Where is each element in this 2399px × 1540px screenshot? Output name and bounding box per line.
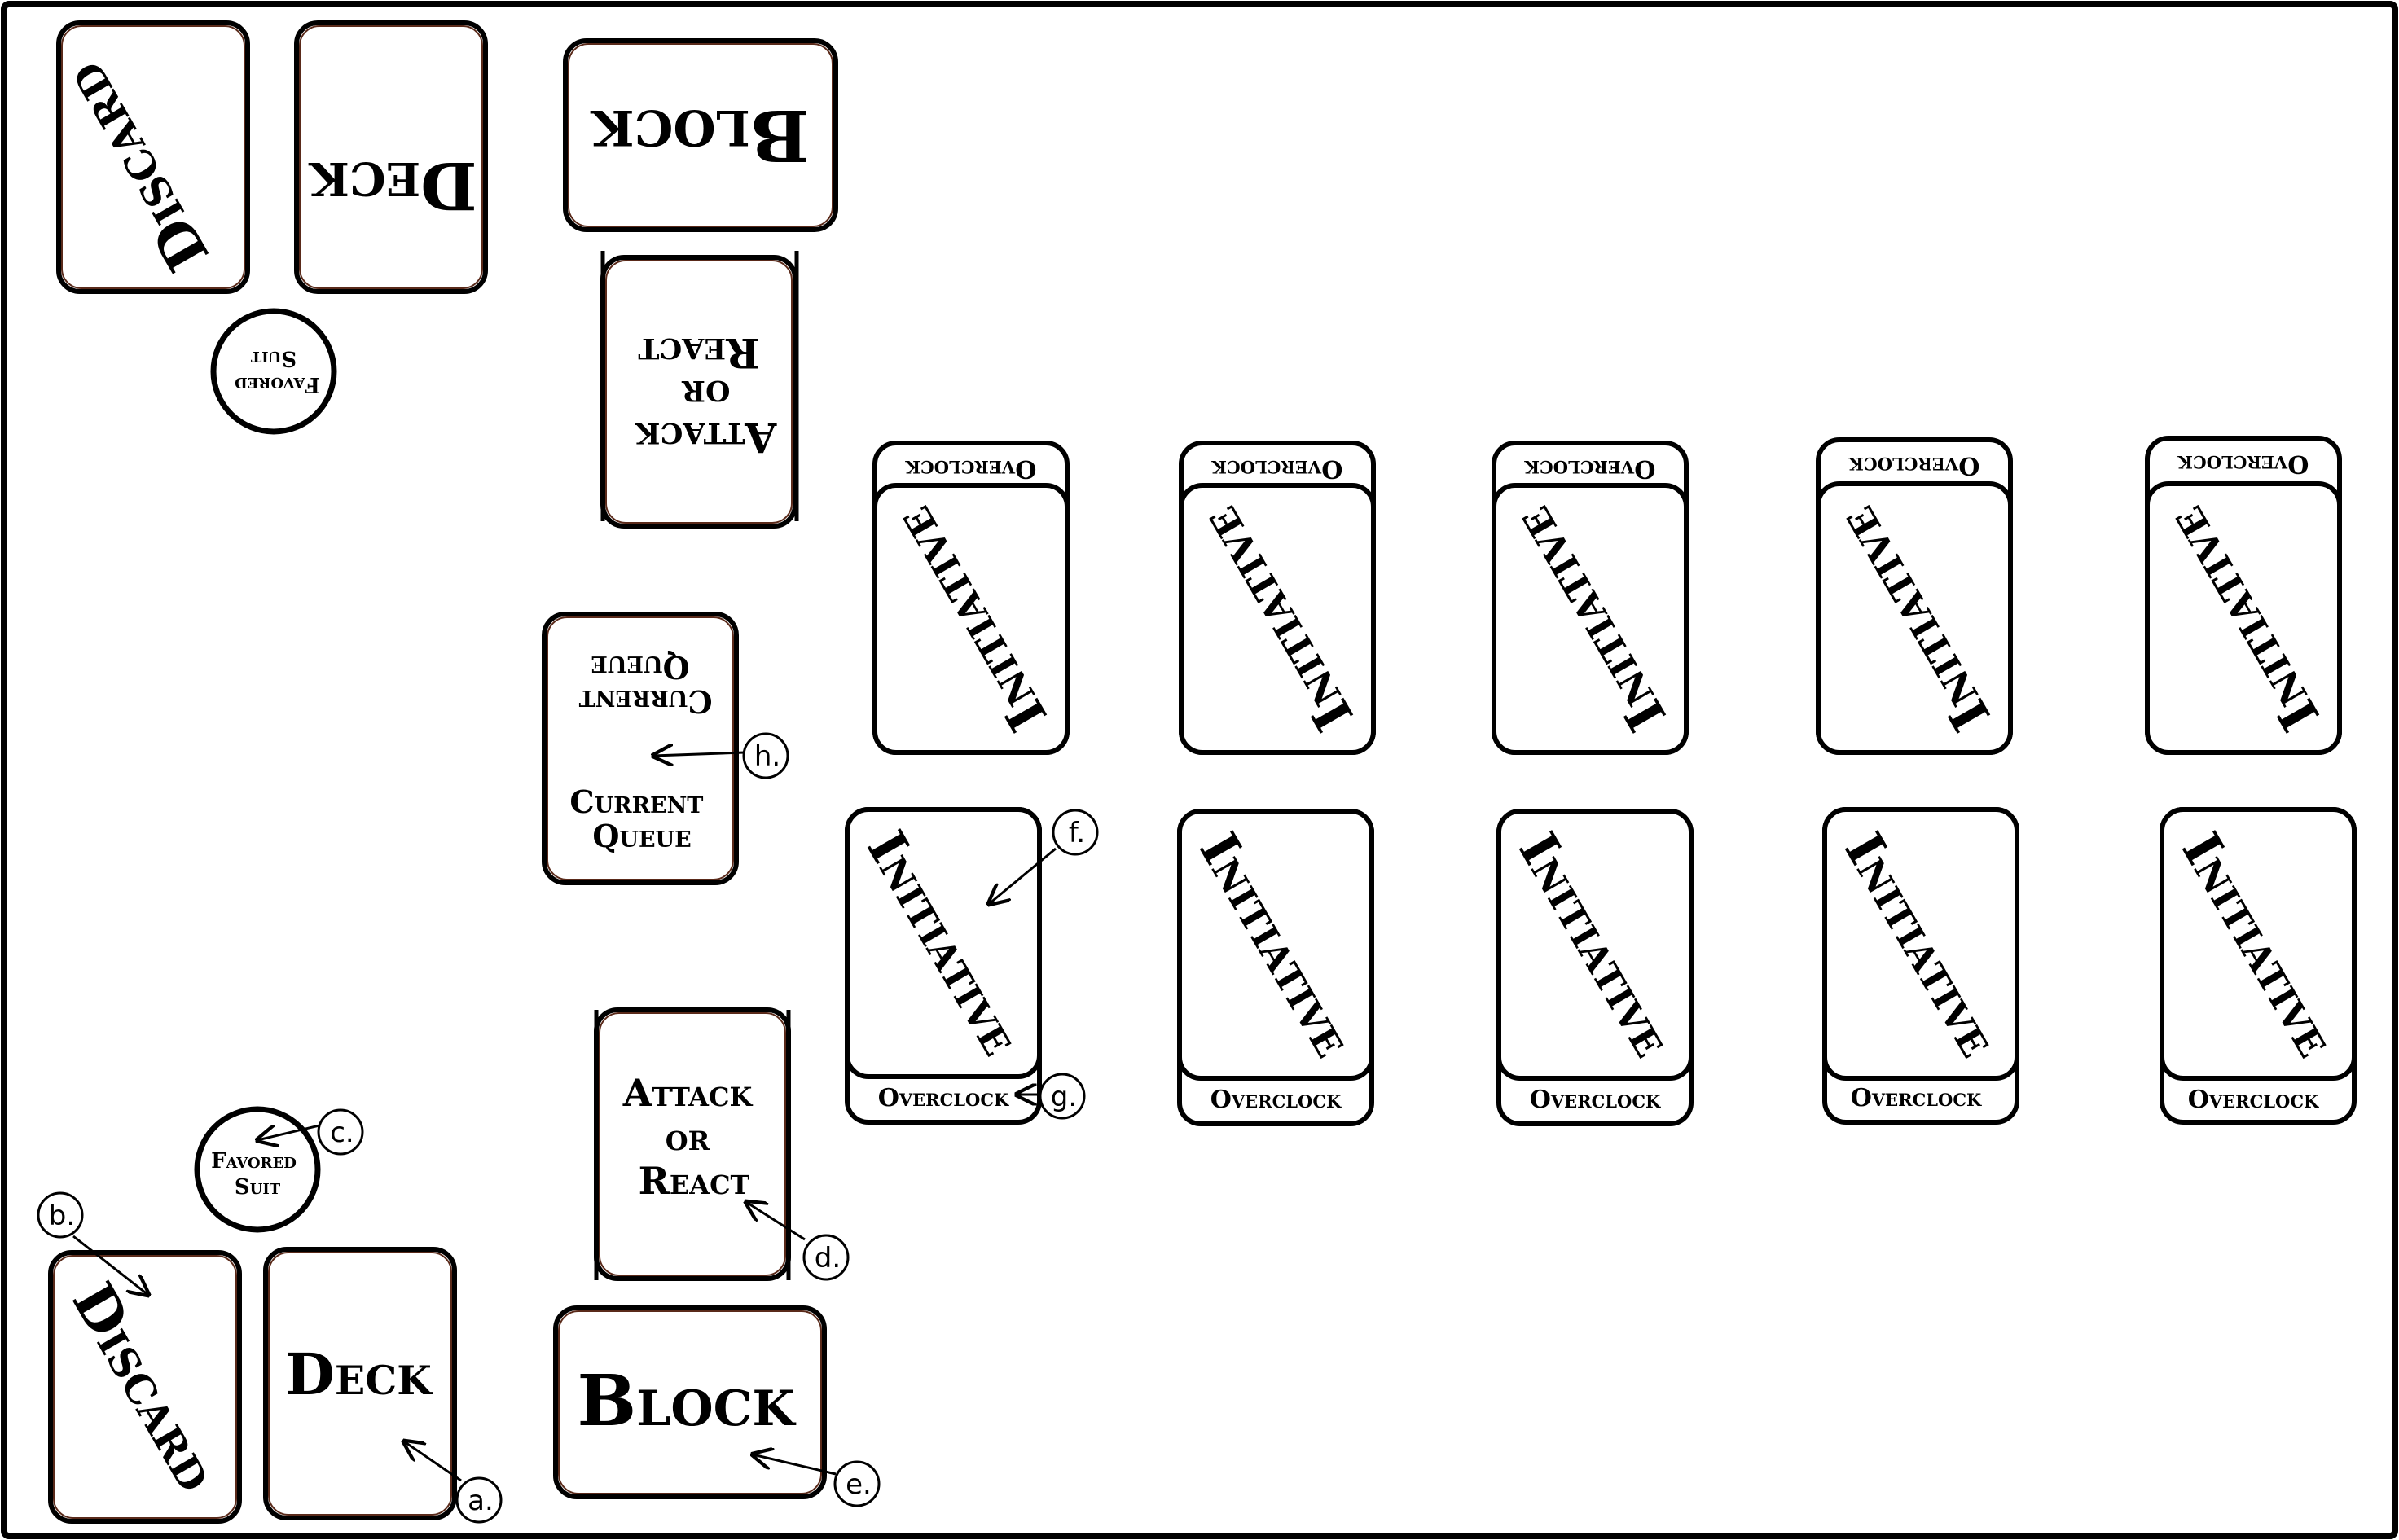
svg-text:Overclock: Overclock <box>1851 1084 1982 1112</box>
player-deck-pile: Deck <box>263 1247 457 1520</box>
player-initiative-slot-3: Initiative Overclock <box>1496 809 1694 1126</box>
opponent-deck-pile: Deck <box>294 20 488 294</box>
player-block-card: Block <box>553 1305 827 1499</box>
svg-text:Overclock: Overclock <box>878 1084 1009 1112</box>
svg-text:c.: c. <box>330 1117 354 1149</box>
svg-text:Favored Suit: Favored Suit <box>227 346 320 397</box>
svg-text:Overclock: Overclock <box>2188 1086 2319 1114</box>
svg-text:Overclock: Overclock <box>2177 450 2309 478</box>
svg-text:Current Queue: Current Queue <box>569 783 714 854</box>
player-initiative-slot-5: Initiative Overclock <box>2160 807 2357 1125</box>
player-initiative-slot-2: Initiative Overclock <box>1177 809 1374 1126</box>
svg-text:Attack or React: Attack or React <box>622 1071 766 1203</box>
callout-d: d. <box>746 1202 850 1281</box>
svg-text:Overclock: Overclock <box>1210 1086 1342 1114</box>
svg-text:b.: b. <box>49 1200 75 1232</box>
player-initiative-slot-1: Initiative Overclock <box>845 807 1042 1125</box>
opponent-attack-or-react-stack: Attack or React <box>600 251 799 529</box>
player-initiative-slot-4: Initiative Overclock <box>1822 807 2019 1125</box>
svg-text:Overclock: Overclock <box>1524 454 1655 483</box>
svg-text:a.: a. <box>468 1485 494 1517</box>
player-attack-or-react-stack: Attack or React <box>594 1007 791 1281</box>
player-favored-suit-token: Favored Suit <box>194 1106 321 1233</box>
opponent-block-label: Block <box>591 94 810 176</box>
callout-b: b. <box>37 1191 148 1295</box>
svg-text:g.: g. <box>1051 1081 1077 1113</box>
opponent-initiative-slot-2: Overclock Initiative <box>1179 441 1376 755</box>
opponent-initiative-slot-3: Overclock Initiative <box>1492 441 1689 755</box>
svg-text:Overclock: Overclock <box>1211 454 1342 483</box>
svg-text:Overclock: Overclock <box>1848 451 1979 480</box>
svg-text:d.: d. <box>815 1242 841 1275</box>
opponent-favored-suit-token: Favored Suit <box>210 308 337 435</box>
callout-e: e. <box>753 1454 881 1507</box>
player-discard-pile: Discard <box>48 1250 242 1524</box>
opponent-initiative-slot-1: Overclock Initiative <box>872 441 1070 755</box>
svg-text:f.: f. <box>1069 817 1085 849</box>
svg-text:Current Queue: Current Queue <box>568 649 712 720</box>
callout-c: c. <box>257 1108 364 1156</box>
current-queue-card: Current Queue Current Queue <box>542 612 739 885</box>
opponent-initiative-slot-4: Overclock Initiative <box>1816 437 2013 755</box>
opponent-discard-pile: Discard <box>50 20 250 294</box>
opponent-deck-label: Deck <box>308 147 477 224</box>
svg-text:Attack or React: Attack or React <box>622 329 778 462</box>
svg-text:e.: e. <box>846 1468 872 1501</box>
player-deck-label: Deck <box>285 1340 433 1408</box>
player-block-label: Block <box>577 1360 796 1442</box>
svg-text:Overclock: Overclock <box>905 454 1036 483</box>
svg-text:Overclock: Overclock <box>1530 1086 1661 1114</box>
svg-text:h.: h. <box>754 740 780 773</box>
callout-f: f. <box>989 809 1099 904</box>
callout-g: g. <box>1017 1073 1086 1120</box>
callout-a: a. <box>404 1441 503 1524</box>
callout-h: h. <box>653 732 789 779</box>
opponent-block-card: Block <box>563 38 838 232</box>
opponent-initiative-slot-5: Overclock Initiative <box>2145 436 2342 755</box>
svg-text:Favored Suit: Favored Suit <box>211 1149 304 1200</box>
